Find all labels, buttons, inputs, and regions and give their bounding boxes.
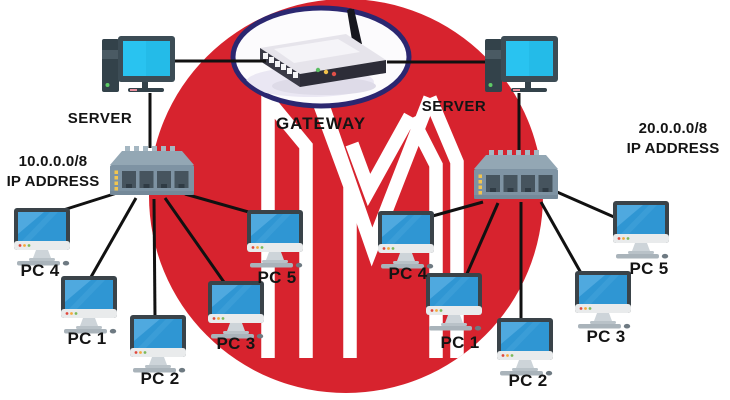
led-green (315, 67, 321, 73)
network-left-cidr: 10.0.0.0/8 (18, 153, 88, 170)
server-right-label: SERVER (421, 98, 487, 115)
pc-left-2-icon (130, 315, 186, 373)
gateway-device (230, 5, 412, 109)
led-red (331, 71, 337, 77)
led-yellow (323, 69, 329, 75)
server-right-icon (485, 36, 558, 92)
pc-left-3-label: PC 3 (216, 334, 256, 353)
network-right-address: 20.0.0.0/8 IP ADDRESS (618, 119, 728, 159)
switch-left-icon (110, 146, 194, 195)
network-right-caption: IP ADDRESS (626, 139, 720, 157)
server-left-label: SERVER (67, 110, 133, 127)
pc-left-4-label: PC 4 (20, 261, 60, 280)
pc-left-5-label: PC 5 (257, 268, 297, 287)
server-left-icon (102, 36, 175, 92)
pc-right-2-icon (497, 318, 553, 376)
pc-right-3-label: PC 3 (586, 327, 626, 346)
router-icon (260, 8, 386, 87)
pc-left-2-label: PC 2 (140, 369, 180, 388)
pc-right-4-label: PC 4 (388, 264, 428, 283)
connection-lines (56, 59, 615, 320)
gateway-label: GATEWAY (275, 114, 367, 133)
pc-right-3-icon (575, 271, 631, 329)
pc-left-4-icon (14, 208, 70, 266)
switch-right-icon (474, 150, 558, 199)
antenna-icon (347, 9, 362, 46)
network-left-caption: IP ADDRESS (6, 172, 100, 190)
network-right-cidr: 20.0.0.0/8 (638, 120, 708, 137)
pc-left-1-icon (61, 276, 117, 334)
pc-right-5-label: PC 5 (629, 259, 669, 278)
pc-left-1-label: PC 1 (67, 329, 107, 348)
pc-right-1-label: PC 1 (440, 333, 480, 352)
network-left-address: 10.0.0.0/8 IP ADDRESS (0, 152, 106, 192)
pc-right-5-icon (613, 201, 669, 259)
pc-right-2-label: PC 2 (508, 371, 548, 390)
